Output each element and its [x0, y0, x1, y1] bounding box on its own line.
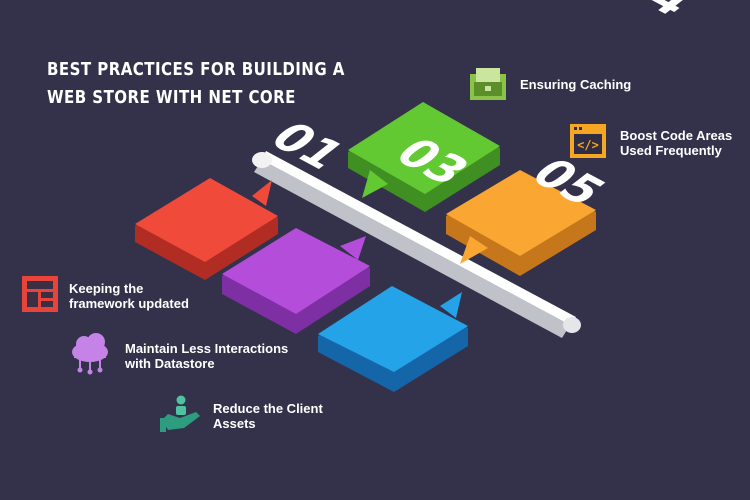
page-title-line-1: BEST PRACTICES FOR BUILDING A — [47, 60, 345, 80]
layout-grid-icon — [22, 276, 58, 312]
hand-person-icon — [160, 395, 200, 432]
label-04-line-2: Used Frequently — [620, 143, 722, 158]
label-03: Maintain Less Interactions with Datastor… — [125, 341, 288, 371]
cash-drawer-icon — [470, 68, 506, 100]
label-03-line-2: with Datastore — [125, 356, 215, 371]
diagonal-bar — [252, 151, 581, 338]
label-04: Boost Code Areas Used Frequently — [620, 128, 732, 158]
label-04-line-1: Boost Code Areas — [620, 128, 733, 143]
label-01-line-2: framework updated — [69, 296, 189, 311]
label-05: Reduce the Client Assets — [213, 401, 323, 431]
card-number-04: 04 — [608, 0, 706, 24]
svg-text:</>: </> — [577, 138, 599, 152]
code-window-icon: </> — [570, 124, 606, 158]
card-04: 04 — [446, 0, 706, 276]
card-02: 02 — [348, 102, 500, 212]
label-02-line-1: Ensuring Caching — [520, 77, 632, 92]
label-01-line-1: Keeping the — [69, 281, 144, 296]
label-02: Ensuring Caching — [520, 77, 631, 92]
label-05-line-1: Reduce the Client — [213, 401, 323, 416]
label-05-line-2: Assets — [213, 416, 256, 431]
label-01: Keeping the framework updated — [69, 281, 189, 311]
cloud-network-icon — [72, 333, 108, 375]
page-title: BEST PRACTICES FOR BUILDING A WEB STORE … — [47, 56, 345, 112]
page-title-line-2: WEB STORE WITH NET CORE — [47, 88, 296, 108]
label-03-line-1: Maintain Less Interactions — [125, 341, 289, 356]
